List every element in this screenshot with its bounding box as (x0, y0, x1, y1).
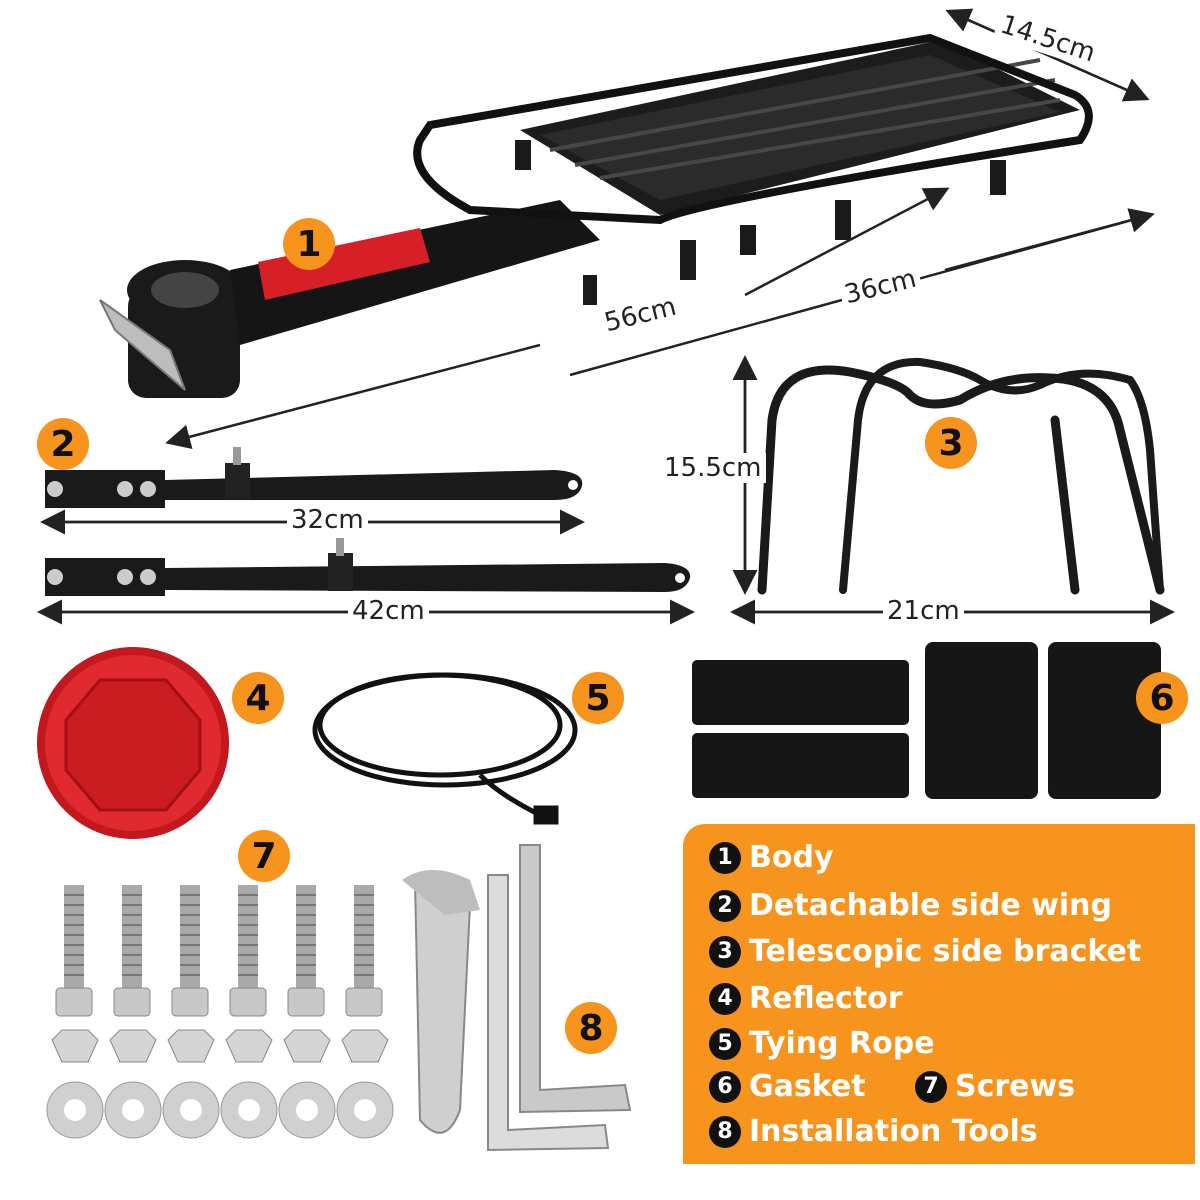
side-wing-short (45, 447, 583, 508)
screws (46, 884, 394, 1139)
legend-label: Screws (955, 1069, 1076, 1104)
legend-item-screws: 7 Screws (915, 1069, 1075, 1104)
badge-7: 7 (238, 830, 290, 882)
dim-wing-long: 42cm (348, 596, 429, 626)
dim-wing-short: 32cm (287, 505, 368, 535)
legend-item-bracket: 3 Telescopic side bracket (709, 934, 1141, 969)
legend-label: Body (749, 840, 834, 875)
badge-5: 5 (572, 672, 624, 724)
badge-8: 8 (565, 1002, 617, 1054)
badge-6: 6 (1136, 672, 1188, 724)
dim-bracket-height: 15.5cm (660, 453, 766, 483)
legend-num: 6 (709, 1070, 741, 1103)
tying-rope (312, 672, 578, 825)
legend-num: 7 (915, 1070, 947, 1103)
legend-item-rope: 5 Tying Rope (709, 1026, 935, 1061)
legend-num: 8 (709, 1115, 741, 1148)
legend-num: 2 (709, 889, 741, 922)
telescopic-bracket (757, 357, 1165, 595)
legend-label: Detachable side wing (749, 888, 1113, 923)
legend-label: Reflector (749, 981, 903, 1016)
legend-label: Gasket (749, 1069, 866, 1104)
installation-tools (402, 844, 632, 1152)
badge-4: 4 (232, 672, 284, 724)
legend-label: Telescopic side bracket (749, 934, 1142, 969)
legend-label: Tying Rope (749, 1026, 935, 1061)
legend-num: 5 (709, 1027, 741, 1060)
legend-item-tools: 8 Installation Tools (709, 1114, 1038, 1149)
legend-label: Installation Tools (749, 1114, 1038, 1149)
badge-1: 1 (283, 218, 335, 270)
legend-item-reflector: 4 Reflector (709, 981, 903, 1016)
legend-item-body: 1 Body (709, 840, 834, 875)
legend-num: 3 (709, 935, 741, 968)
legend-item-gasket: 6 Gasket (709, 1069, 866, 1104)
dim-bracket-width: 21cm (883, 596, 964, 626)
legend-item-side-wing: 2 Detachable side wing (709, 888, 1112, 923)
legend-num: 4 (709, 982, 741, 1015)
side-wing-long (45, 538, 691, 596)
gaskets (692, 642, 1161, 799)
legend-panel: 1 Body 2 Detachable side wing 3 Telescop… (683, 824, 1195, 1164)
legend-num: 1 (709, 841, 741, 874)
badge-2: 2 (37, 418, 89, 470)
badge-3: 3 (925, 417, 977, 469)
reflector (37, 647, 229, 839)
rack-body (99, 33, 1093, 398)
